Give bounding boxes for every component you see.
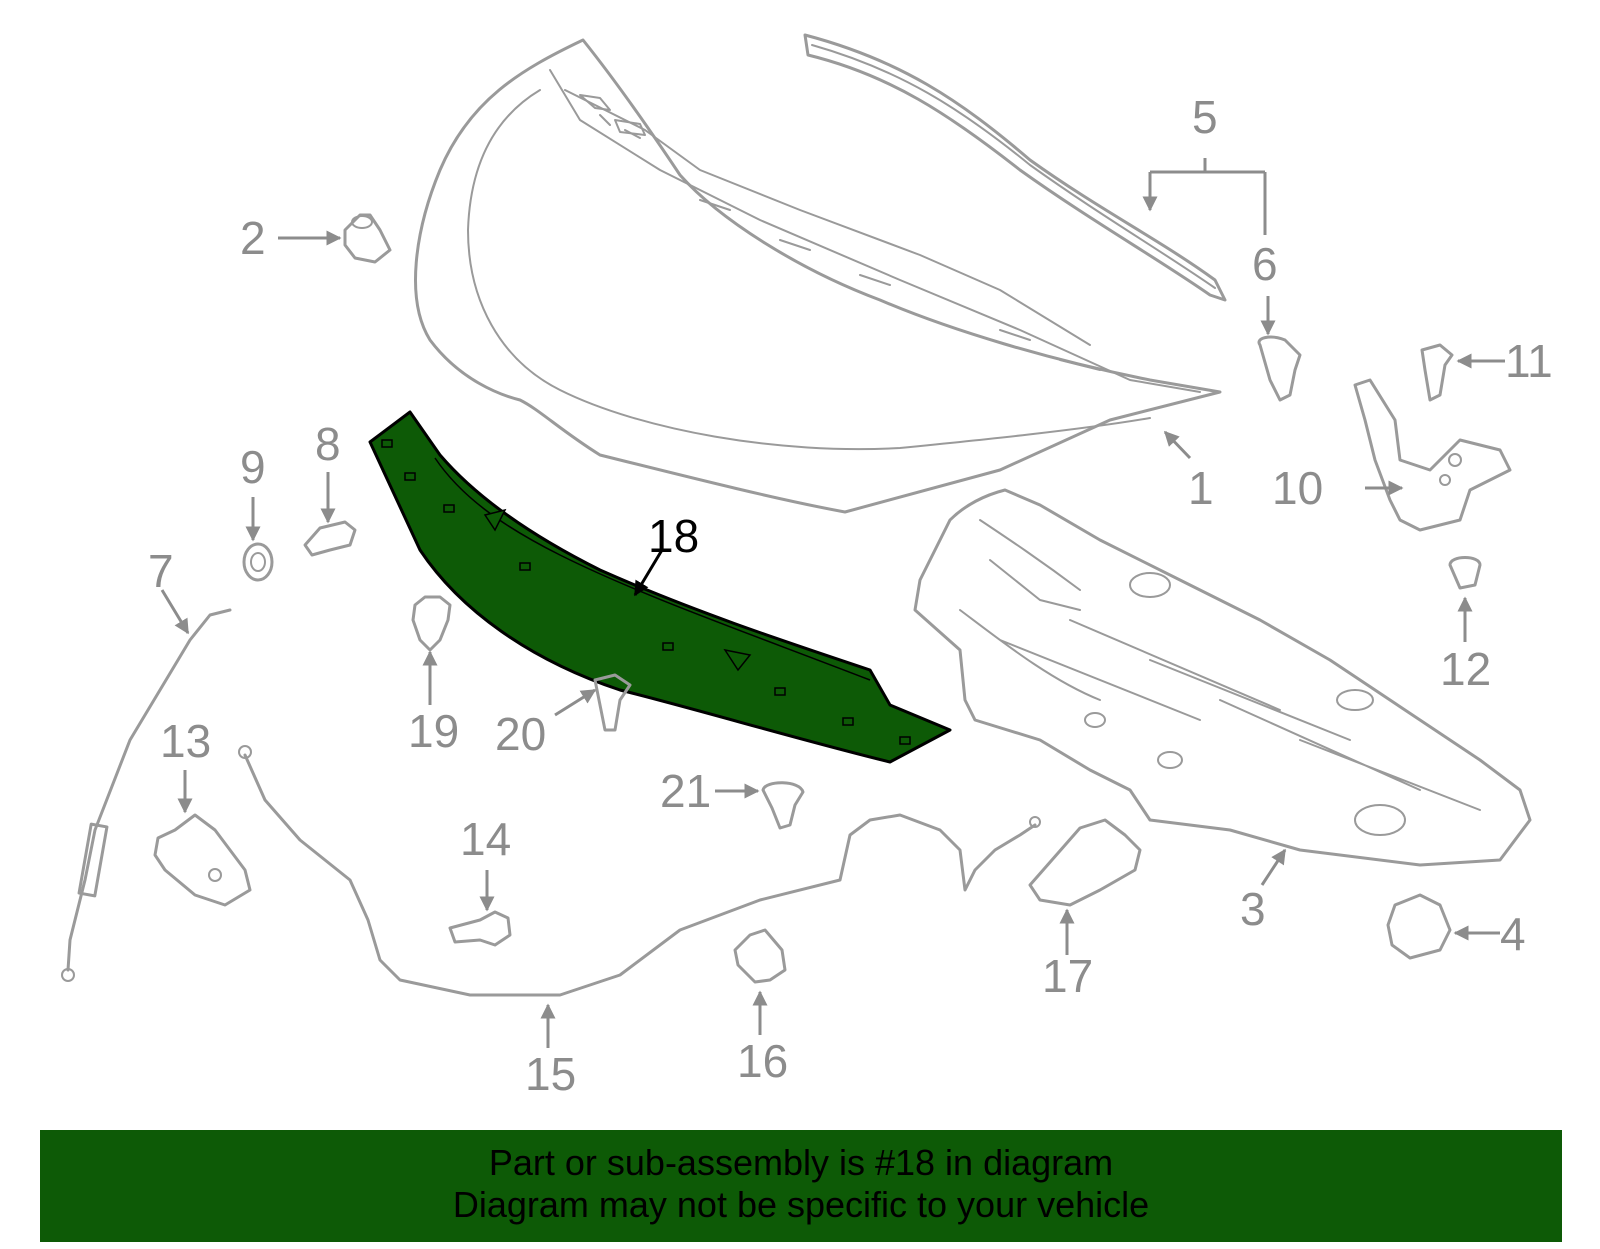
part-4-bumper	[1386, 893, 1452, 960]
callout-10: 10	[1272, 462, 1323, 514]
banner-line-2: Diagram may not be specific to your vehi…	[452, 1184, 1150, 1225]
callout-2: 2	[240, 212, 266, 264]
callout-8: 8	[315, 418, 341, 470]
info-banner: Part or sub-assembly is #18 in diagram D…	[40, 1130, 1562, 1242]
part-11-bolt	[1420, 343, 1454, 402]
part-12-clip	[1448, 556, 1482, 590]
leader-lines	[160, 158, 1505, 1048]
part-16-clip	[733, 928, 787, 984]
callout-16: 16	[737, 1035, 788, 1087]
part-6-clip	[1257, 335, 1302, 402]
part-17-handle	[1028, 818, 1142, 907]
part-15-release-cable	[238, 745, 1041, 997]
callout-12: 12	[1440, 643, 1491, 695]
hood-trim-strip-18	[368, 410, 952, 764]
part-8-clip	[303, 520, 357, 557]
callout-9: 9	[240, 441, 266, 493]
callout-7: 7	[148, 545, 174, 597]
callout-3: 3	[1240, 883, 1266, 935]
part-9-grommet	[242, 542, 274, 582]
part-21-clip	[761, 781, 805, 830]
callout-19: 19	[408, 705, 459, 757]
callout-14: 14	[460, 813, 511, 865]
callout-4: 4	[1500, 908, 1526, 960]
callout-13: 13	[160, 715, 211, 767]
callout-1: 1	[1188, 462, 1214, 514]
hood-seal-strip	[803, 33, 1227, 302]
part-7-prop-rod	[61, 608, 232, 982]
hood-panel	[414, 38, 1222, 514]
hood-insulator	[913, 488, 1532, 867]
part-13-latch	[153, 813, 252, 907]
callout-15: 15	[525, 1048, 576, 1100]
callout-6: 6	[1252, 238, 1278, 290]
callout-17: 17	[1042, 950, 1093, 1002]
part-14-bolt	[448, 910, 512, 947]
part-2-clip	[343, 213, 392, 264]
callout-11: 11	[1505, 335, 1553, 387]
banner-line-1: Part or sub-assembly is #18 in diagram	[488, 1142, 1114, 1183]
callout-labels: 5 6 2 1 11 10 12 9 8 7 18 19 20 21 13 14…	[148, 91, 1553, 1100]
part-20-bolt	[593, 673, 632, 732]
callout-5: 5	[1192, 91, 1218, 143]
callout-18: 18	[648, 510, 699, 562]
part-19-clip	[411, 595, 452, 652]
callout-21: 21	[660, 765, 711, 817]
part-10-hinge	[1353, 378, 1512, 532]
callout-20: 20	[495, 708, 546, 760]
